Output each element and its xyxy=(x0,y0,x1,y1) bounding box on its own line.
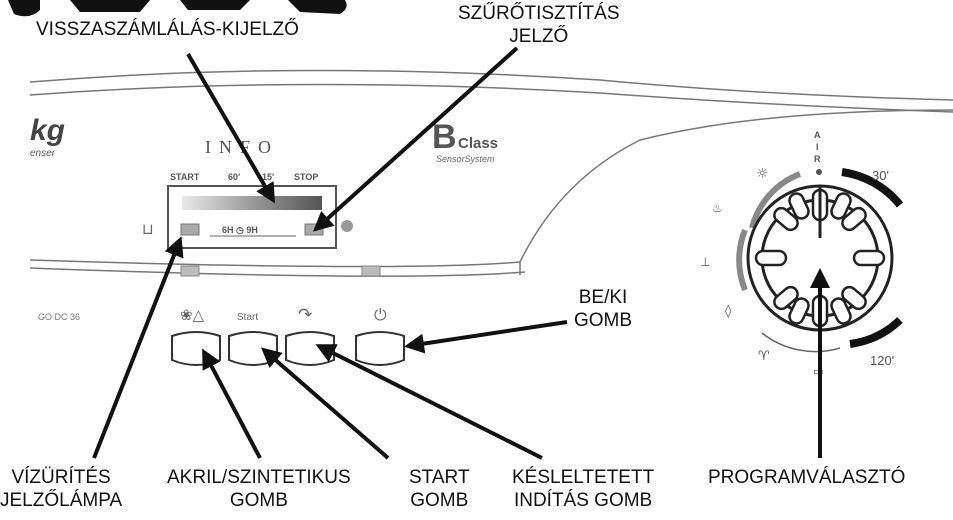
sun-icon: ☼ xyxy=(756,166,769,182)
hanger-icon: ⊥ xyxy=(700,255,710,269)
svg-text:I: I xyxy=(816,142,819,152)
arrow-power xyxy=(404,320,568,354)
sheep-icon: ♈ xyxy=(758,349,770,364)
info-label: INFO xyxy=(205,137,279,157)
label-start: START xyxy=(170,172,200,182)
power-button[interactable] xyxy=(355,331,405,366)
callout-countdown-display: VISSZASZÁMLÁLÁS-KIJELZŐ xyxy=(36,19,299,40)
b-class-logo: B Class SensorSystem xyxy=(432,118,498,164)
dial-30-label: 30' xyxy=(872,168,889,183)
panel-outline xyxy=(29,69,953,277)
start-button-label: Start xyxy=(237,312,258,323)
callout-power-button: BE/KI GOMB xyxy=(574,287,633,331)
label-60: 60' xyxy=(228,172,240,182)
callout-acryl-button: AKRIL/SZINTETIKUS GOMB xyxy=(167,467,351,511)
svg-text:Class: Class xyxy=(458,135,498,152)
acryl-icon: ❀△ xyxy=(180,306,205,324)
brand-fragment: kg xyxy=(30,114,65,147)
delay-readout: 6H ◷ 9H xyxy=(222,225,258,235)
arrow-delay xyxy=(315,344,543,460)
callout-program-selector: PROGRAMVÁLASZTÓ xyxy=(708,467,906,488)
svg-text:A: A xyxy=(814,130,821,140)
iron-icon: ♨ xyxy=(712,201,723,215)
led-right xyxy=(361,265,381,277)
arrow-drain xyxy=(92,236,184,459)
svg-text:B: B xyxy=(432,118,457,156)
drain-tank-icon: ⊔ xyxy=(142,220,154,238)
brand-subtext: enser xyxy=(30,148,56,159)
svg-text:R: R xyxy=(814,154,821,164)
callout-start-button: START GOMB xyxy=(409,467,470,511)
dial-labels: A I R 30' 120' xyxy=(814,130,894,368)
drop-icon: ◊ xyxy=(725,304,732,319)
arrow-countdown xyxy=(186,52,276,204)
label-15: 15' xyxy=(262,172,274,182)
filter-warning-icon xyxy=(341,220,353,232)
delay-icon: ↷ xyxy=(298,305,312,325)
cropped-heading-fragment xyxy=(8,0,347,17)
acryl-synthetic-button[interactable] xyxy=(171,331,221,366)
svg-text:SensorSystem: SensorSystem xyxy=(436,154,495,164)
arrow-filter xyxy=(313,46,519,232)
model-code: GO DC 36 xyxy=(38,312,80,322)
dial-120-label: 120' xyxy=(870,353,894,368)
drain-indicator-light xyxy=(180,223,200,236)
callout-delay-start-button: KÉSLELTETETT INDÍTÁS GOMB xyxy=(512,467,655,511)
led-left xyxy=(180,265,200,277)
power-icon: ⏻ xyxy=(374,305,387,324)
countdown-display-labels: START 60' 15' STOP xyxy=(170,172,318,182)
arrow-acryl xyxy=(202,348,262,459)
callout-filter-indicator: SZŰRŐTISZTÍTÁS JELZŐ xyxy=(458,3,620,47)
label-stop: STOP xyxy=(294,172,318,182)
callout-drain-indicator: VÍZÜRÍTÉS JELZŐLÁMPA xyxy=(0,467,123,511)
countdown-display: 6H ◷ 9H xyxy=(167,185,337,249)
arrow-start xyxy=(260,347,390,460)
start-button[interactable] xyxy=(228,331,278,366)
callout-arrows xyxy=(92,46,830,460)
